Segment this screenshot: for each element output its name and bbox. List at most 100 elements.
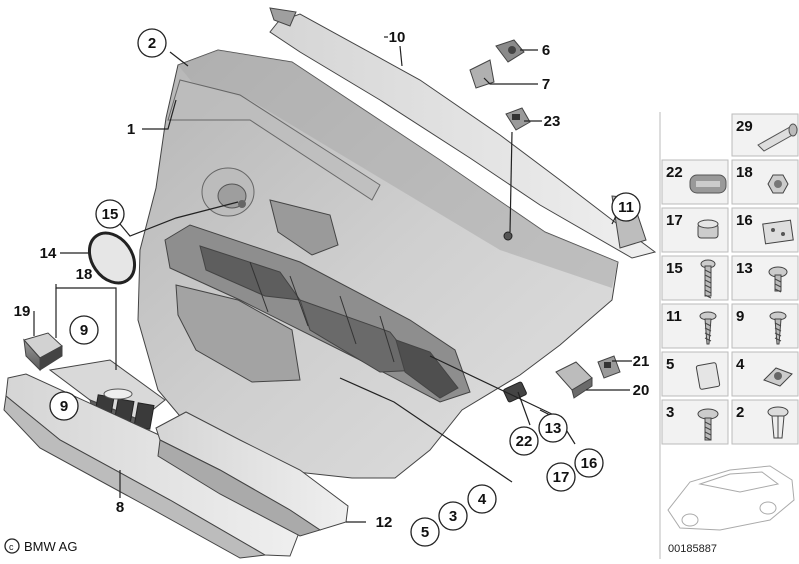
copyright-symbol: c [9,542,14,552]
callout-label: 13 [545,420,562,437]
panel-cell-label: 22 [666,164,683,181]
callout-circle [137,28,167,58]
callout-label: 8 [116,499,124,516]
callout-16: 16 [574,448,604,478]
callout-3: 3 [438,501,468,531]
callout-label: 9 [60,398,68,415]
callout-label: 1 [127,121,135,138]
cover-part-23 [505,107,531,131]
panel-cell-15: 15 [661,255,729,301]
grab-handle-12 [155,411,349,537]
callout-label: 9 [80,322,88,339]
callout-17: 17 [546,462,576,492]
cover-cap-icon [695,362,721,390]
cover-part-7 [469,59,495,89]
panel-cell-label: 17 [666,212,683,229]
clip-plate-icon [762,219,794,245]
panel-cell-29: 29 [731,113,799,157]
callout-9: 9 [49,391,79,421]
leader-lines [33,36,632,523]
collar-screw-icon [697,408,719,441]
armrest-carrier [164,224,471,403]
callout-14: 14 [40,245,57,262]
callout-7: 7 [542,76,550,93]
callout-11: 11 [611,192,641,222]
callout-9: 9 [69,315,99,345]
callout-circle [467,484,497,514]
callout-label: 4 [478,491,487,508]
callout-circle [509,426,539,456]
callout-label: 6 [542,42,550,59]
panel-cell-label: 13 [736,260,753,277]
panel-cell-label: 5 [666,356,674,373]
callout-19: 19 [14,303,31,320]
callout-label: 14 [40,245,57,262]
callout-label: 20 [633,382,650,399]
panel-cell-label: 4 [736,356,745,373]
callout-circle [95,199,125,229]
callout-label: 22 [516,433,533,450]
callout-circle [69,315,99,345]
panel-cell-label: 15 [666,260,683,277]
screw-long-icon [700,259,716,299]
callout-1: 1 [127,121,135,138]
callout-5: 5 [410,517,440,547]
callout-circle [546,462,576,492]
panel-cell-11: 11 [661,303,729,349]
footer: c BMW AG 00185887 [4,538,717,555]
callout-circle [410,517,440,547]
panel-cell-4: 4 [731,351,799,397]
callout-label: 2 [148,35,156,52]
callout-4: 4 [467,484,497,514]
screw-short-icon [768,266,788,293]
map-pocket [175,284,301,383]
panel-cell-9: 9 [731,303,799,349]
brand-text: BMW AG [24,539,77,554]
callout-label: 3 [449,508,457,525]
panel-cell-label: 18 [736,164,753,181]
panel-cell-17: 17 [661,207,729,253]
callout-label: 15 [102,206,119,223]
callout-label: 18 [76,266,93,283]
panel-cell-bg [731,255,799,301]
callout-6: 6 [542,42,550,59]
panel-cell-2: 2 [731,399,799,445]
callout-circle [574,448,604,478]
panel-cell-18: 18 [731,159,799,205]
handle-recess [269,199,339,256]
callout-label: 17 [553,469,570,486]
callout-13: 13 [538,413,568,443]
callout-22: 22 [509,426,539,456]
expanding-rivet-icon [767,406,789,439]
panel-cell-bg [661,399,729,445]
callout-23: 23 [544,113,561,130]
reference-number: 00185887 [668,543,717,555]
panel-cell-5: 5 [661,351,729,397]
callout-label: 11 [618,199,634,216]
cap-nut-icon [697,219,719,239]
car-thumbnail-icon [667,465,795,531]
panel-cell-16: 16 [731,207,799,253]
screw-tapping-icon [699,311,717,345]
armrest-trim-8 [3,373,301,559]
callout-label: 23 [544,113,561,130]
panel-cell-label: 2 [736,404,744,421]
panel-cell-bg [731,159,799,205]
panel-cell-bg [661,255,729,301]
callout-circle [538,413,568,443]
part-20 [555,361,593,399]
callout-12: 12 [376,514,393,531]
panel-cell-label: 11 [666,308,682,325]
callout-label: 19 [14,303,31,320]
switch-cover-19 [23,332,63,372]
hex-nut-icon [767,174,789,194]
callout-label: 16 [581,455,598,472]
callout-2: 2 [137,28,167,58]
callout-20: 20 [633,382,650,399]
grille-screw [238,200,246,208]
clip-nut-icon [763,367,793,387]
